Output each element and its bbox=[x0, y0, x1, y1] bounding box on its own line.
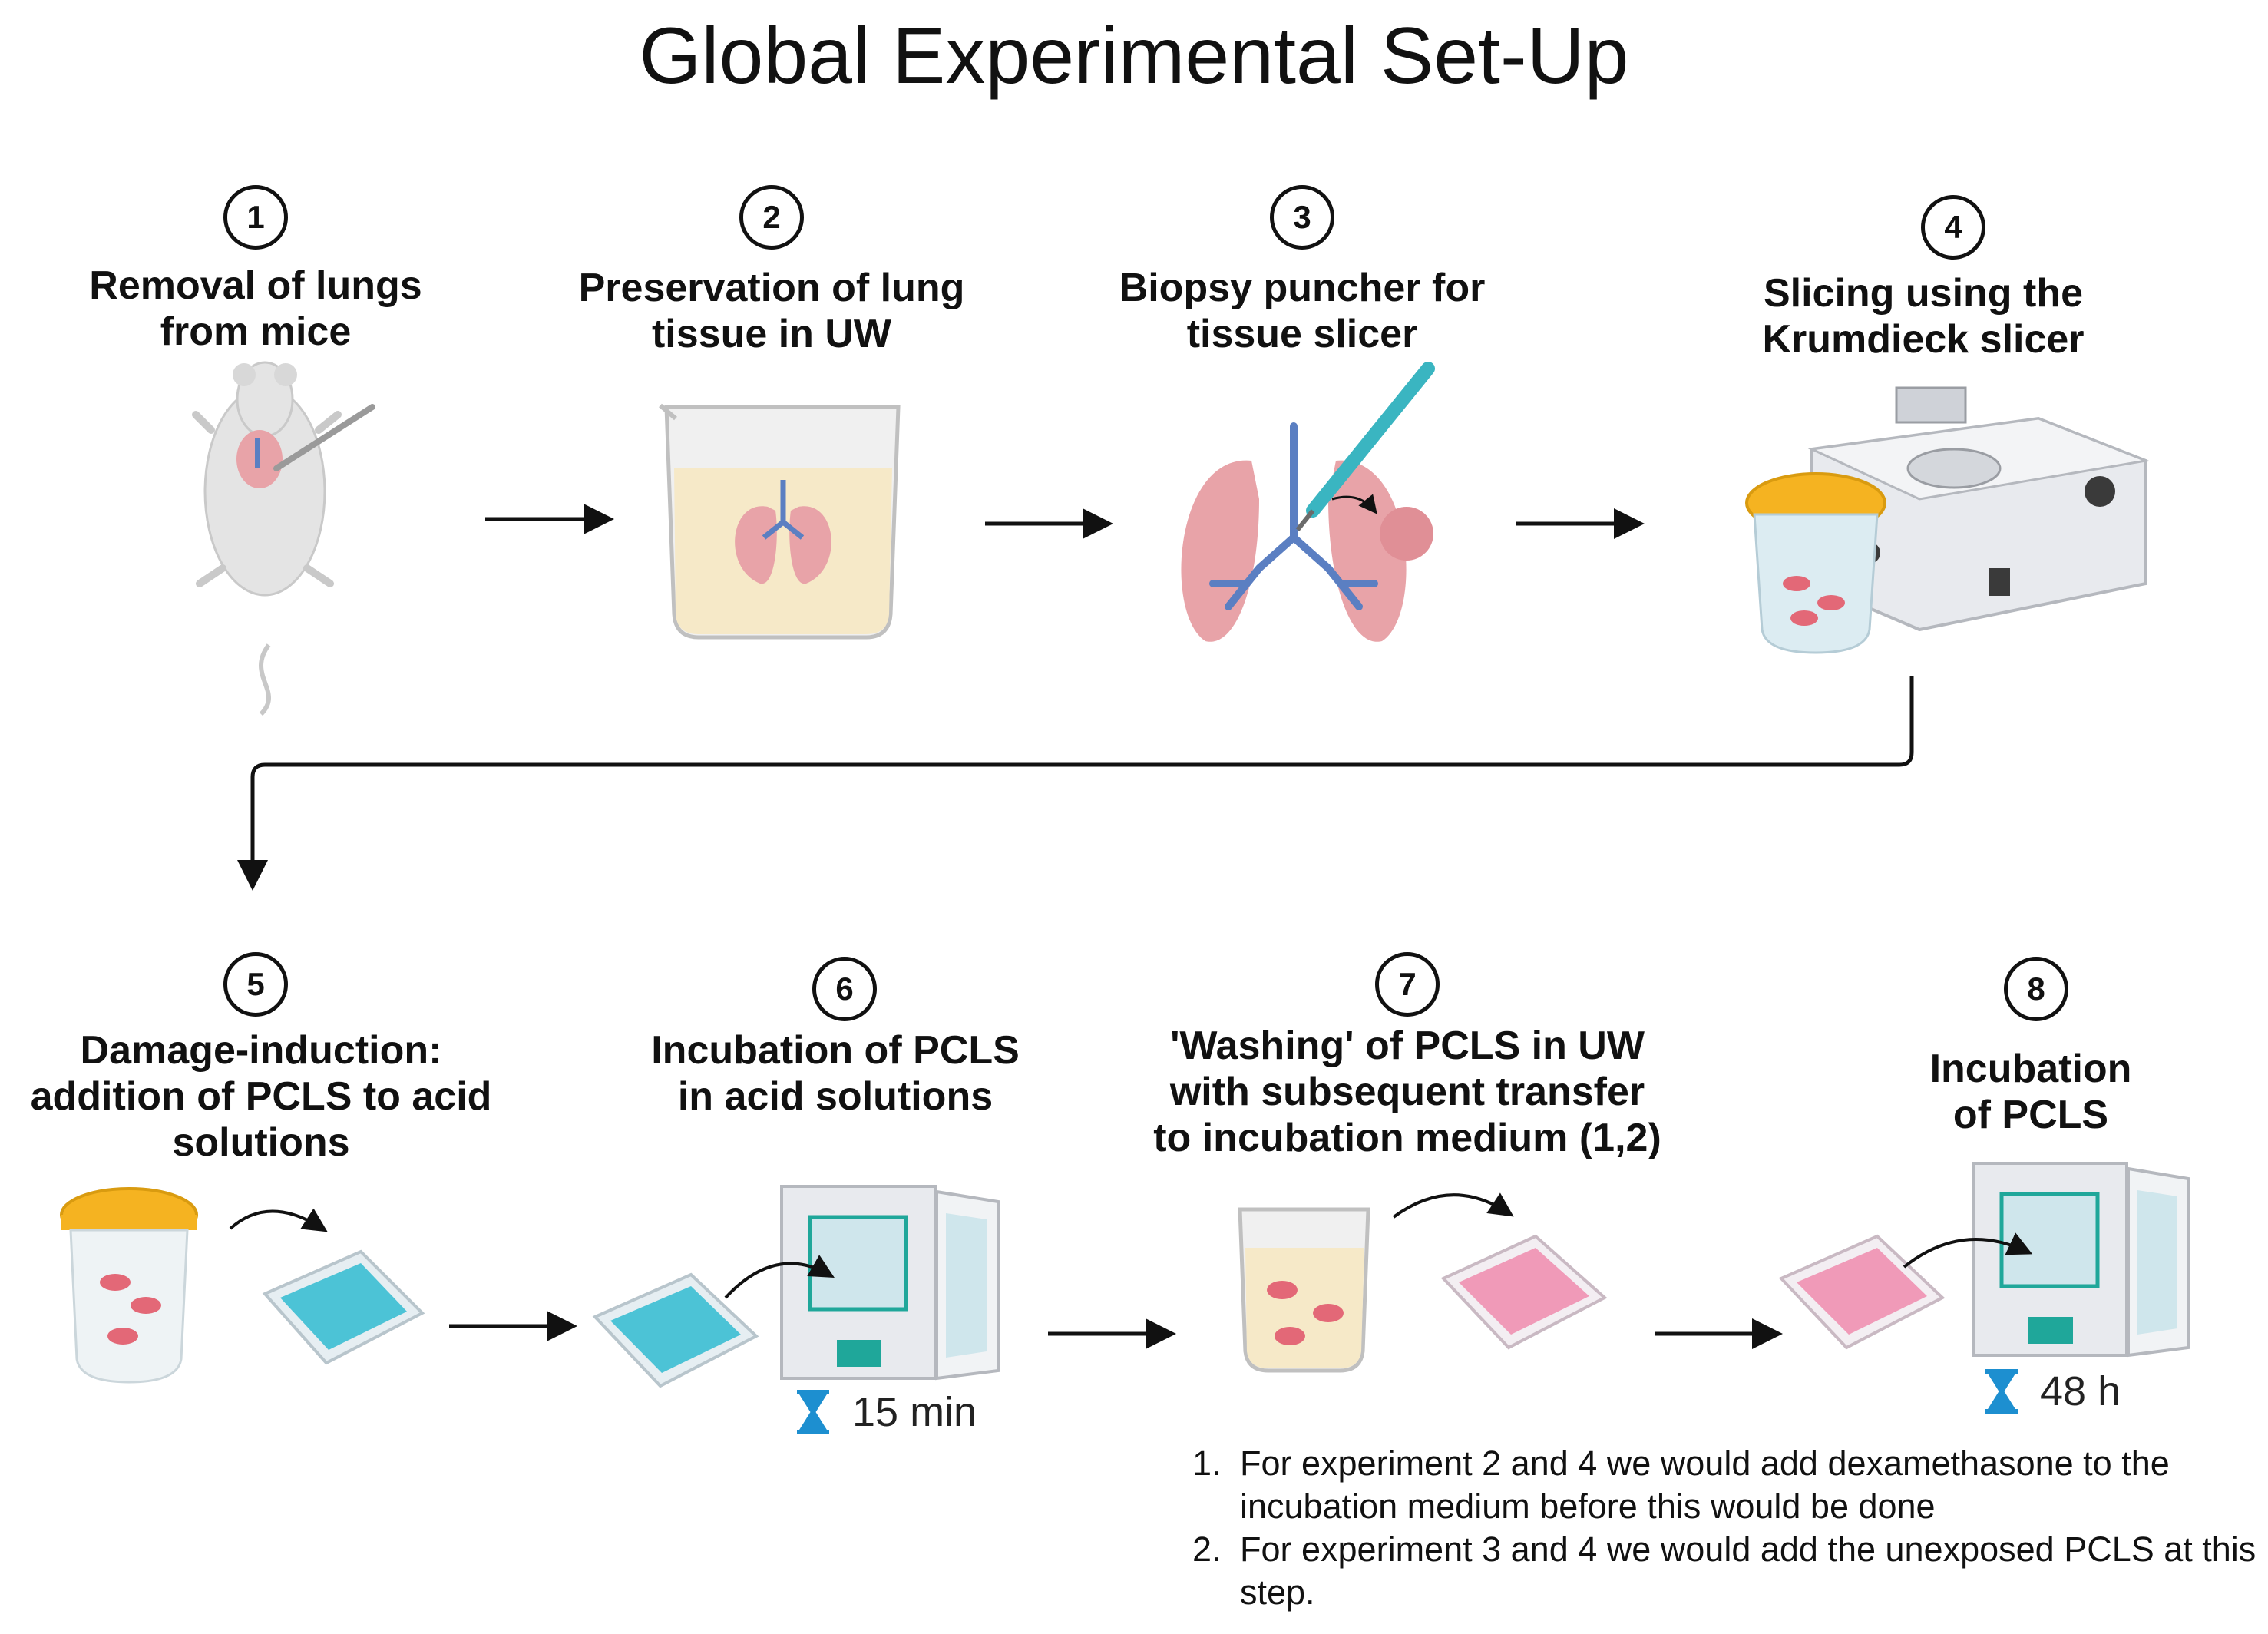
step-5-label: Damage-induction: addition of PCLS to ac… bbox=[30, 1028, 492, 1165]
step-2-label: Preservation of lung tissue in UW bbox=[578, 266, 965, 356]
hourglass-icon bbox=[797, 1390, 829, 1434]
footnote-item: 2. For experiment 3 and 4 we would add th… bbox=[1186, 1528, 2261, 1614]
step-1-number: 1 bbox=[223, 185, 288, 250]
step-5-number: 5 bbox=[223, 952, 288, 1017]
duration-15-min: 15 min bbox=[852, 1389, 977, 1435]
duration-48-h: 48 h bbox=[2040, 1368, 2121, 1414]
step-8-label: Incubation of PCLS bbox=[1929, 1047, 2132, 1137]
mouse-illustration bbox=[192, 361, 375, 716]
footnote-marker: 1. bbox=[1192, 1444, 1222, 1483]
flow-arrows bbox=[237, 504, 1914, 1349]
footnote-marker: 2. bbox=[1192, 1530, 1222, 1569]
step-4-label: Slicing using the Krumdieck slicer bbox=[1762, 271, 2085, 362]
footnote-text: For experiment 3 and 4 we would add the … bbox=[1240, 1530, 2256, 1612]
step-4-number: 4 bbox=[1921, 195, 1985, 260]
step-3-label: Biopsy puncher for tissue slicer bbox=[1119, 266, 1486, 356]
step-7-number: 7 bbox=[1375, 952, 1440, 1017]
incubator-blue-illustration bbox=[592, 1185, 1000, 1388]
step-7-label: 'Washing' of PCLS in UW with subsequent … bbox=[1153, 1024, 1661, 1160]
step-6-number: 6 bbox=[812, 957, 877, 1021]
hourglass-icon bbox=[1985, 1369, 2018, 1414]
footnote-text: For experiment 2 and 4 we would add dexa… bbox=[1240, 1444, 2170, 1526]
step-3-number: 3 bbox=[1270, 185, 1334, 250]
jar-plate-illustration bbox=[60, 1187, 425, 1384]
slicer-illustration bbox=[1745, 386, 2151, 654]
beaker-lungs-illustration bbox=[659, 403, 901, 640]
biopsy-illustration bbox=[1181, 362, 1435, 642]
incubator-pink-illustration bbox=[1778, 1162, 2190, 1358]
diagram-title: Global Experimental Set-Up bbox=[639, 12, 1629, 101]
footnote-item: 1. For experiment 2 and 4 we would add de… bbox=[1186, 1442, 2261, 1528]
step-8-number: 8 bbox=[2004, 957, 2068, 1021]
step-2-number: 2 bbox=[739, 185, 804, 250]
step-1-label: Removal of lungs from mice bbox=[89, 263, 422, 354]
step-6-label: Incubation of PCLS in acid solutions bbox=[651, 1028, 1020, 1119]
footnote-list: 1. For experiment 2 and 4 we would add de… bbox=[1186, 1442, 2261, 1614]
arrow-4-5 bbox=[237, 676, 1914, 891]
beaker-plate-illustration bbox=[1238, 1192, 1608, 1373]
